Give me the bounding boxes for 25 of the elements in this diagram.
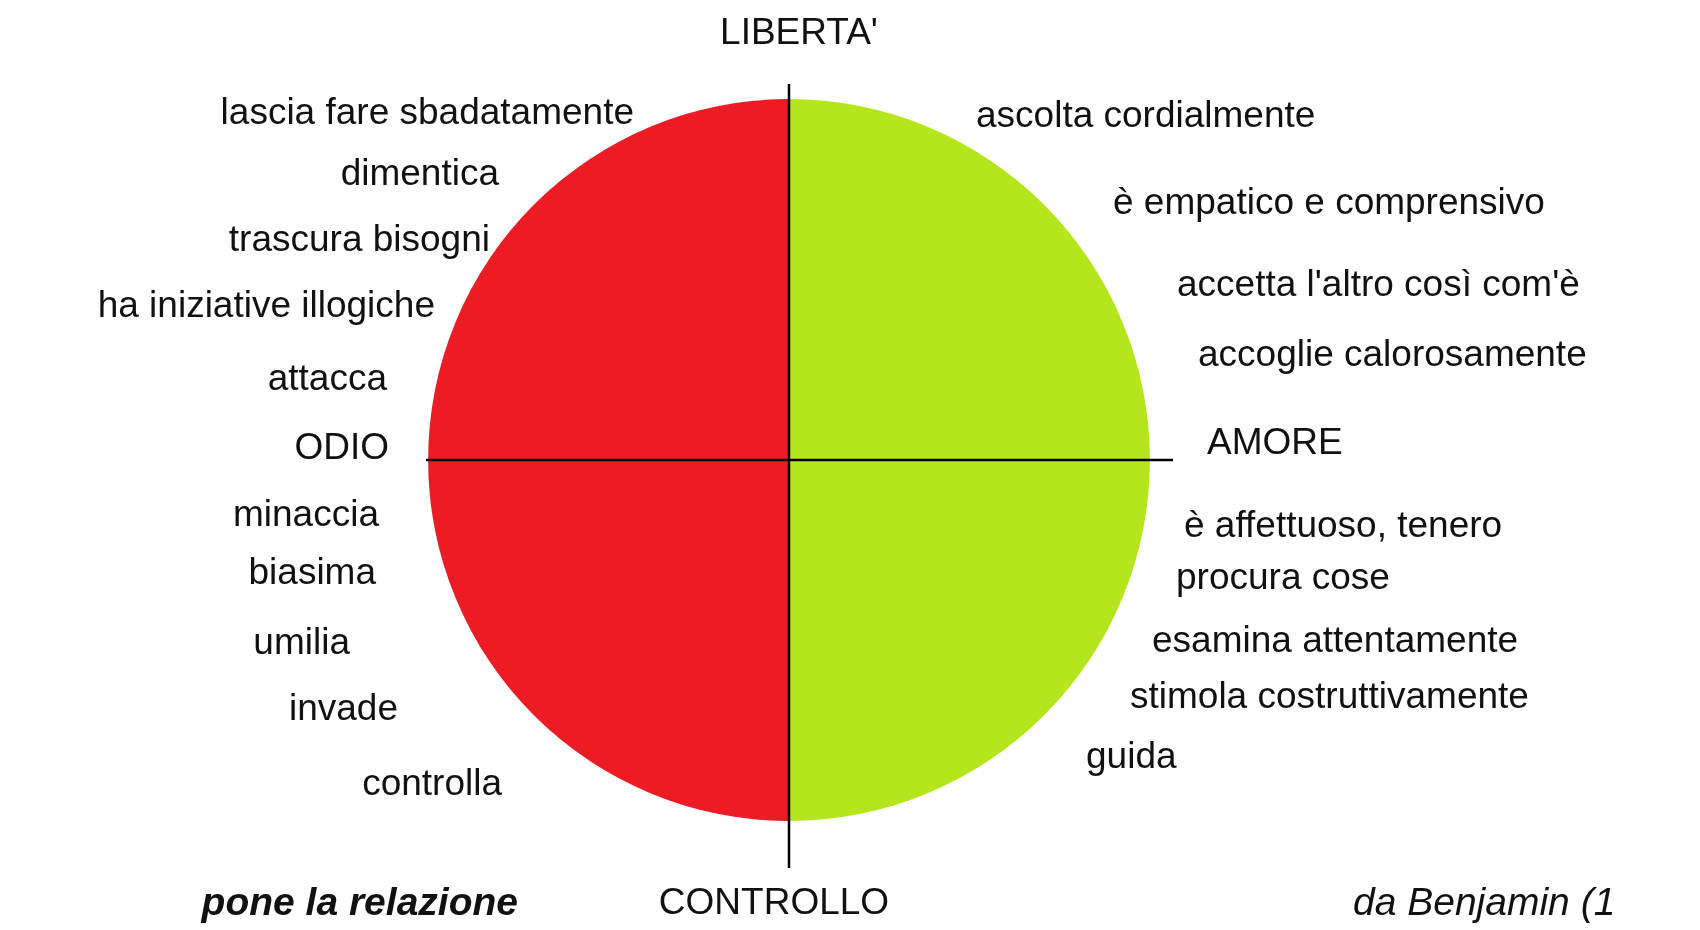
text-label: attacca: [267, 356, 387, 400]
text-label: accoglie calorosamente: [1198, 332, 1587, 376]
text-label: lascia fare sbadatamente: [220, 90, 634, 134]
text-label: stimola costruttivamente: [1130, 674, 1529, 718]
text-label: ascolta cordialmente: [976, 93, 1316, 137]
caption-text: da Benjamin (1: [1353, 879, 1616, 925]
text-label: guida: [1086, 734, 1177, 778]
text-label: CONTROLLO: [658, 880, 890, 924]
text-label: ODIO: [294, 425, 389, 469]
text-label: esamina attentamente: [1152, 618, 1519, 662]
text-label: LIBERTA': [720, 10, 878, 54]
text-label: invade: [288, 686, 398, 730]
text-label: è empatico e comprensivo: [1113, 180, 1545, 224]
text-label: AMORE: [1207, 420, 1343, 464]
text-label: dimentica: [340, 151, 499, 195]
caption-text: pone la relazione: [201, 879, 518, 925]
text-label: accetta l'altro così com'è: [1177, 262, 1580, 306]
text-label: controlla: [362, 761, 502, 805]
text-label: ha iniziative illogiche: [97, 283, 435, 327]
text-label: umilia: [253, 620, 350, 664]
text-label: procura cose: [1176, 555, 1390, 599]
text-label: è affettuoso, tenero: [1184, 503, 1503, 547]
text-label: minaccia: [233, 492, 379, 536]
text-label: trascura bisogni: [228, 217, 490, 261]
text-label: biasima: [248, 550, 376, 594]
